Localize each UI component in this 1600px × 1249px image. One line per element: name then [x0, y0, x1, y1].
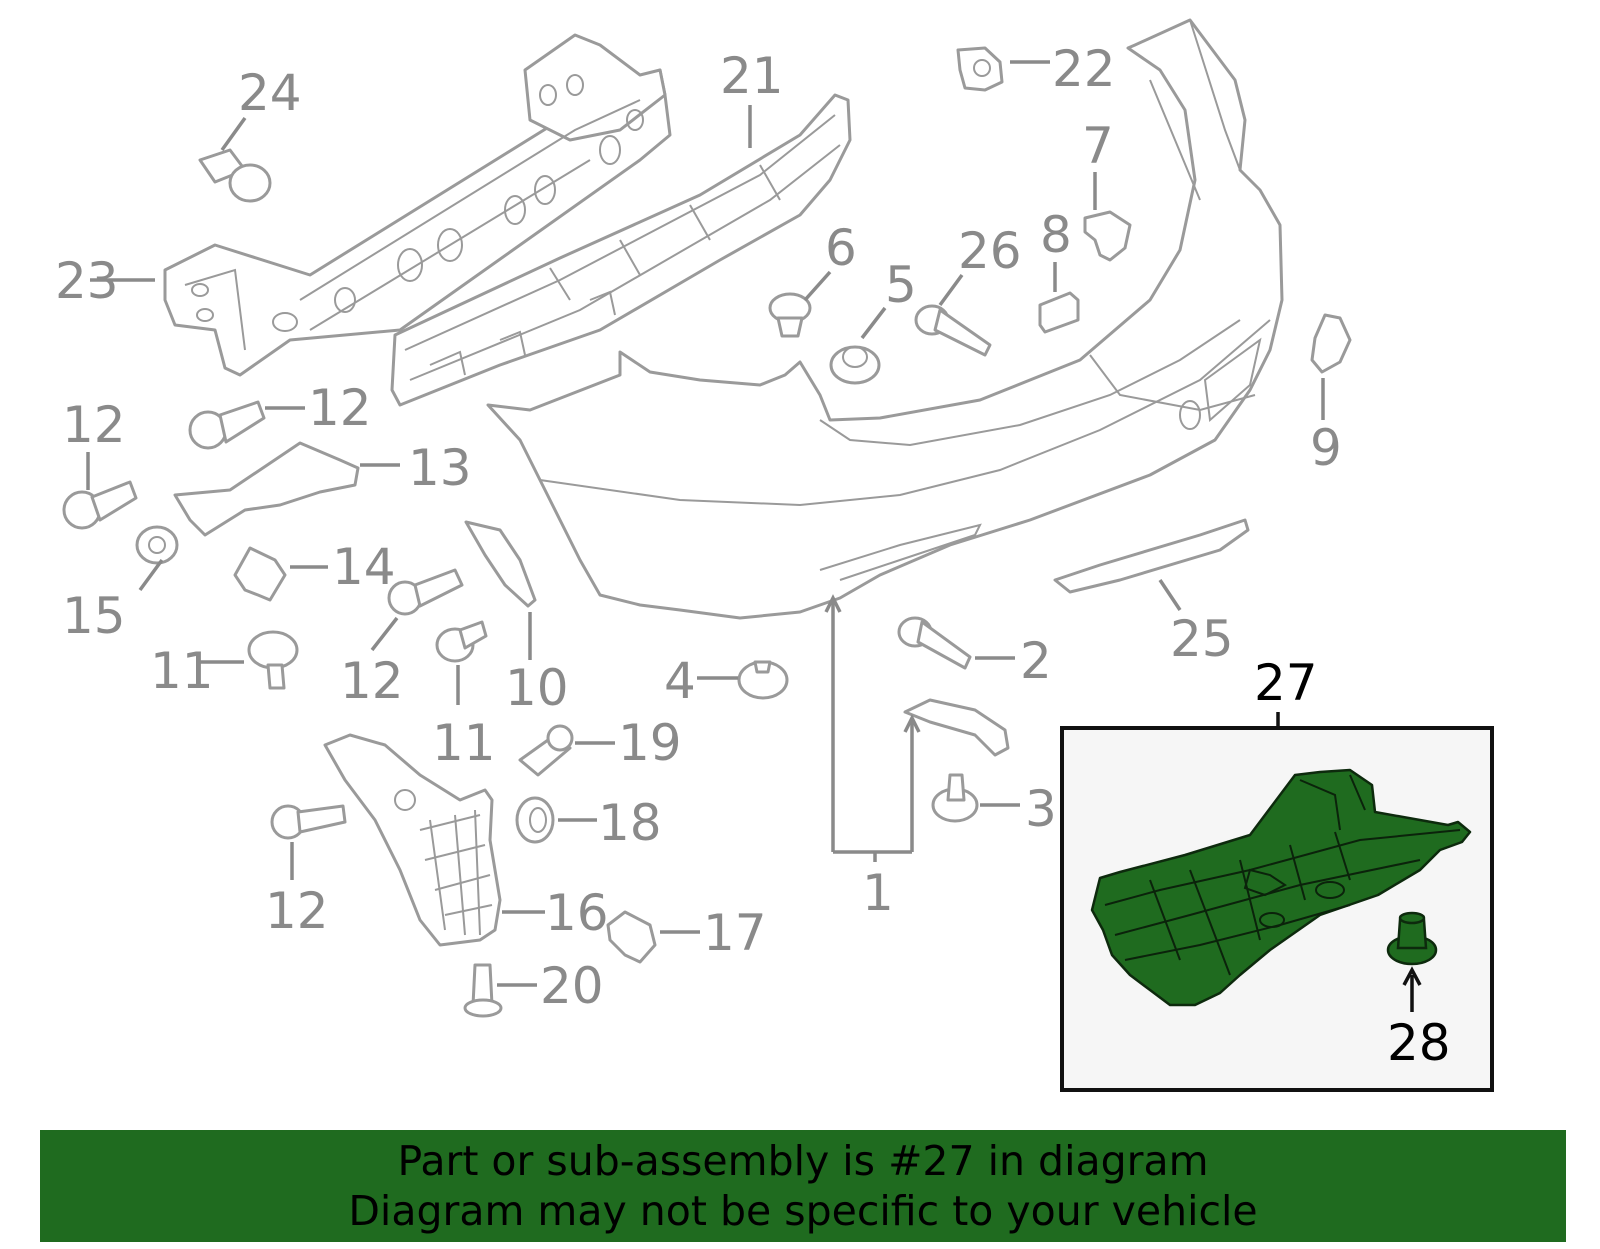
callout-11-a: 11 [150, 642, 214, 700]
energy-absorber-part [390, 93, 852, 407]
reflector-part [1053, 518, 1250, 594]
callout-6: 6 [825, 219, 857, 277]
callout-24: 24 [238, 64, 302, 122]
info-banner: Part or sub-assembly is #27 in diagram D… [40, 1130, 1566, 1242]
clip-6-part [768, 292, 812, 338]
bracket-7-part [1083, 210, 1132, 262]
callout-19: 19 [618, 714, 682, 772]
bolt-12-d-part [270, 804, 347, 840]
callout-15: 15 [62, 587, 126, 645]
callout-12-a: 12 [308, 379, 372, 437]
plug-4-part [737, 660, 789, 700]
callout-27: 27 [1254, 654, 1318, 712]
highlight-inset: 27 28 [1060, 654, 1494, 1092]
callout-3: 3 [1025, 780, 1057, 838]
callout-14: 14 [332, 538, 396, 596]
banner-line-2: Diagram may not be specific to your vehi… [348, 1187, 1258, 1235]
cover-9-part [1310, 313, 1352, 374]
callout-4: 4 [664, 652, 696, 710]
clip-22-part [956, 46, 1004, 92]
callout-5: 5 [885, 256, 917, 314]
callout-10: 10 [505, 659, 569, 717]
callout-2: 2 [1020, 632, 1052, 690]
callout-12-d: 12 [265, 882, 329, 940]
callout-23: 23 [55, 252, 119, 310]
callout-28: 28 [1387, 1014, 1451, 1072]
clip-11-a-part [247, 630, 299, 690]
leader-arrows [86, 60, 1325, 987]
callout-labels: 1 2 3 4 5 6 7 8 9 10 11 11 12 12 12 12 1… [55, 40, 1342, 1015]
clip-28-part [1386, 911, 1438, 966]
bracket-13-part [173, 441, 360, 537]
callout-16: 16 [545, 884, 609, 942]
grommet-5-part [829, 345, 881, 385]
callout-9: 9 [1310, 419, 1342, 477]
callout-28-arrow [1402, 966, 1422, 1012]
callout-18: 18 [598, 794, 662, 852]
callout-20: 20 [540, 957, 604, 1015]
pin-20-part [463, 963, 503, 1018]
nut-15-part [135, 525, 179, 565]
banner-background [40, 1130, 1566, 1242]
bolt-24-part [198, 148, 272, 203]
banner-line-1: Part or sub-assembly is #27 in diagram [397, 1137, 1209, 1185]
clip-14-part [233, 546, 287, 602]
callout-12-c: 12 [340, 652, 404, 710]
splash-shield-27-part [1090, 768, 1472, 1007]
splash-guard-16-part [323, 733, 502, 947]
callout-17: 17 [703, 904, 767, 962]
clip-19-part [518, 724, 574, 777]
clip-17-part [606, 910, 657, 964]
bracket-1-part [903, 698, 1010, 757]
bolt-12-b-part [62, 480, 138, 530]
callout-25: 25 [1170, 610, 1234, 668]
callout-12-b: 12 [62, 396, 126, 454]
callout-7: 7 [1082, 117, 1114, 175]
screw-2-part [897, 616, 972, 670]
clip-3-part [931, 773, 979, 823]
reinforcement-beam-part [163, 33, 672, 377]
callout-21: 21 [720, 47, 784, 105]
callout-13: 13 [408, 439, 472, 497]
bolt-12-a-part [188, 400, 266, 450]
callout-22: 22 [1052, 40, 1116, 98]
callout-1: 1 [862, 864, 894, 922]
bracket-10-part [464, 520, 537, 608]
grommet-18-part [515, 796, 555, 844]
callout-26: 26 [958, 222, 1022, 280]
clip-11-b-part [435, 620, 488, 663]
callout-11-b: 11 [432, 714, 496, 772]
callout-8: 8 [1040, 206, 1072, 264]
bolt-12-c-part [387, 568, 464, 616]
pad-8-part [1038, 291, 1080, 334]
screw-26-part [914, 304, 992, 357]
bumper-cover-part [486, 18, 1284, 620]
